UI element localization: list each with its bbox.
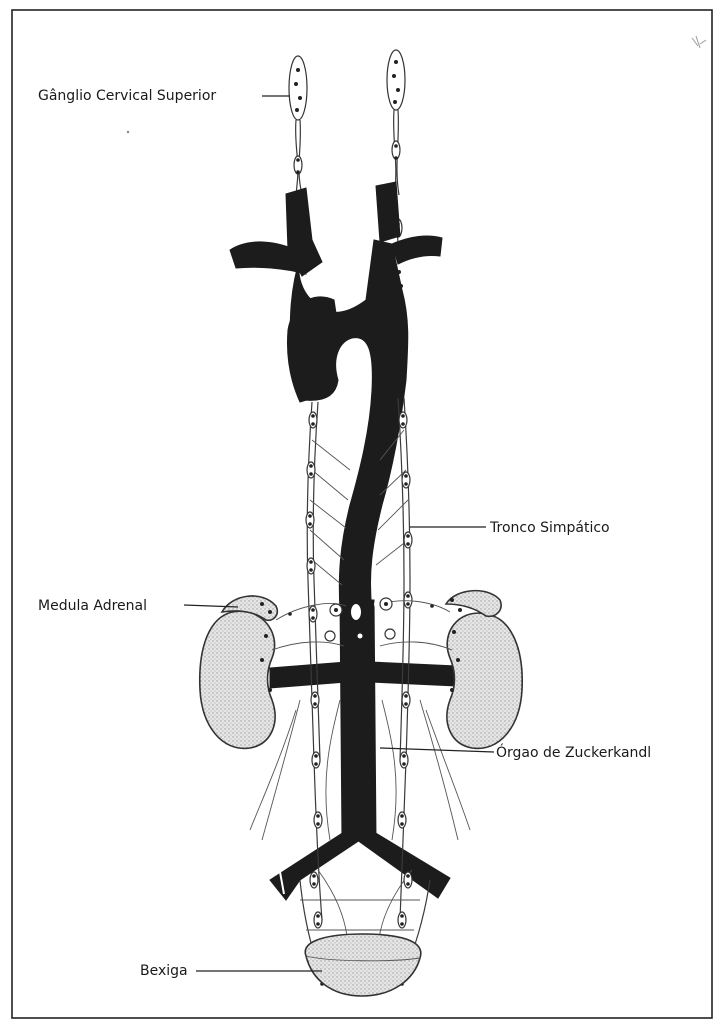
label-ganglio-cervical-superior: Gânglio Cervical Superior bbox=[38, 88, 290, 104]
right-kidney bbox=[446, 591, 522, 749]
label-text: Gânglio Cervical Superior bbox=[38, 88, 216, 104]
superior-cervical-ganglia bbox=[289, 50, 405, 120]
label-text: Bexiga bbox=[140, 963, 188, 979]
label-bexiga: Bexiga bbox=[140, 963, 322, 979]
label-tronco-simpatico: Tronco Simpático bbox=[410, 520, 610, 536]
scan-marks bbox=[127, 36, 706, 133]
label-text: Tronco Simpático bbox=[489, 520, 610, 536]
label-orgao-zuckerkandl: Órgao de Zuckerkandl bbox=[380, 743, 651, 761]
aorta bbox=[230, 182, 456, 900]
label-text: Medula Adrenal bbox=[38, 598, 147, 614]
left-kidney bbox=[200, 596, 278, 748]
label-text: Órgao de Zuckerkandl bbox=[496, 743, 651, 761]
label-medula-adrenal: Medula Adrenal bbox=[38, 598, 238, 614]
bladder bbox=[305, 934, 421, 996]
